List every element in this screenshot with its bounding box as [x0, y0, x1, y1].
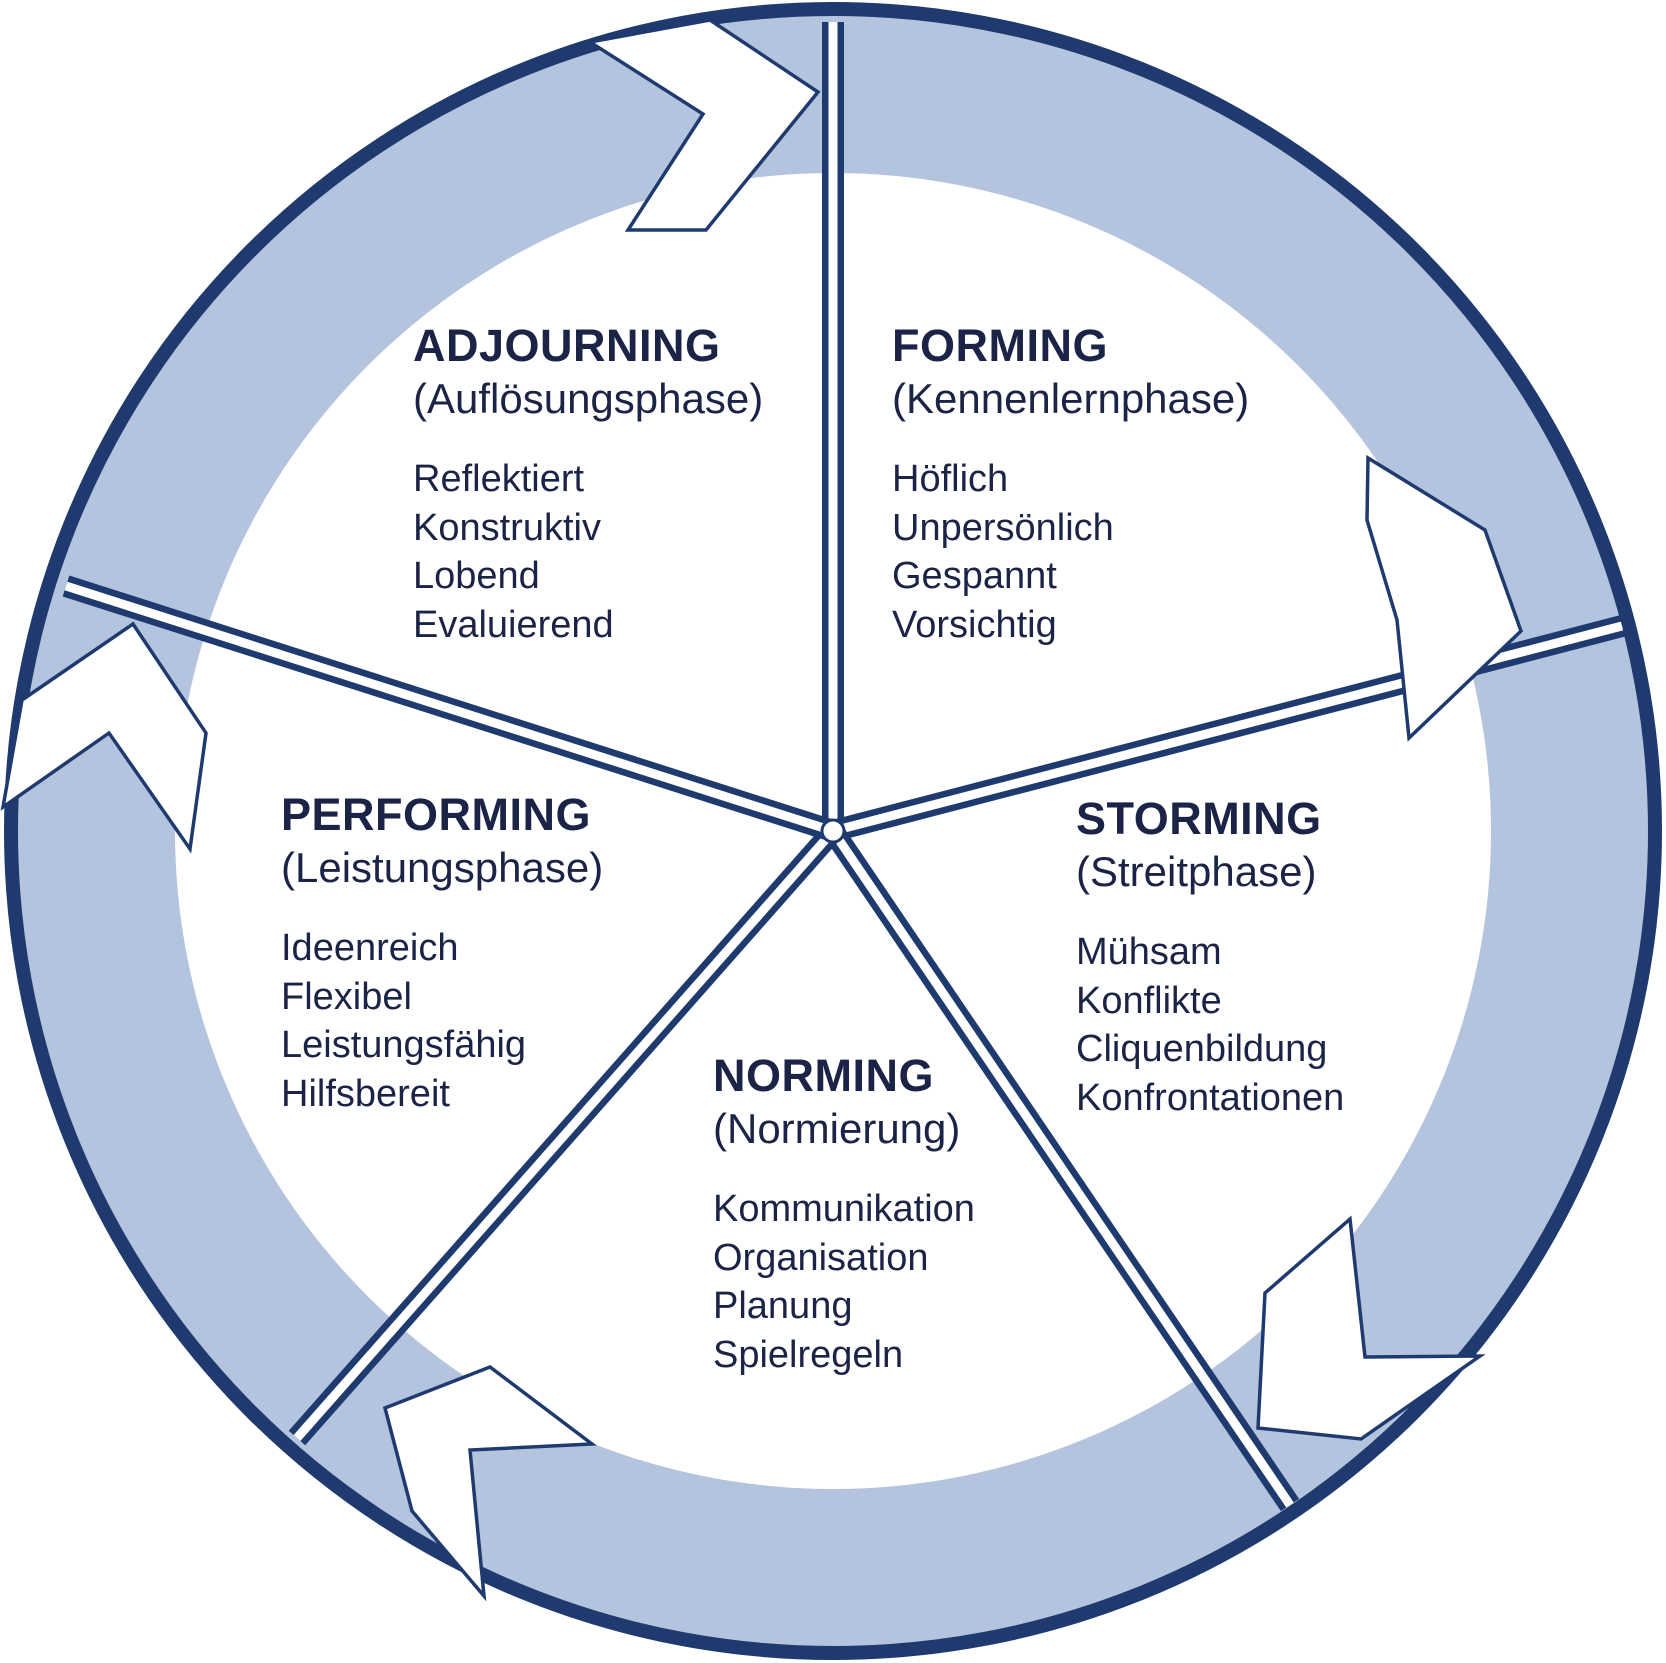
- list-item: Unpersönlich: [892, 506, 1114, 549]
- list-item: Kommunikation: [713, 1188, 975, 1230]
- phase-items: Reflektiert Konstruktiv Lobend Evaluiere…: [413, 455, 763, 649]
- phase-subtitle: (Normierung): [713, 1105, 961, 1152]
- phase-title: STORMING: [1076, 793, 1322, 844]
- arrow-down-left-icon: [1256, 1215, 1486, 1441]
- phase-title: ADJOURNING: [413, 320, 721, 371]
- divider-bottom-right: [823, 824, 1300, 1512]
- phase-title: NORMING: [713, 1050, 934, 1101]
- phase-subtitle: (Streitphase): [1076, 848, 1317, 895]
- list-item: Leistungsfähig: [281, 1024, 527, 1066]
- phase-norming: NORMING (Normierung) Kommunikation Organ…: [713, 1049, 975, 1379]
- phase-performing: PERFORMING (Leistungsphase) Ideenreich F…: [281, 788, 603, 1118]
- list-item: Planung: [713, 1285, 853, 1327]
- cycle-arrows: [0, 18, 1524, 1602]
- arrow-down-icon: [1365, 454, 1524, 742]
- phase-title: PERFORMING: [281, 789, 592, 840]
- phase-subtitle: (Leistungsphase): [281, 844, 604, 891]
- phase-items: Ideenreich Flexibel Leistungsfähig Hilfs…: [281, 924, 603, 1118]
- arrow-right-icon: [585, 18, 821, 232]
- divider-lines: [62, 22, 1625, 1512]
- list-item: Ideenreich: [281, 927, 459, 969]
- list-item: Spielregeln: [713, 1333, 904, 1376]
- list-item: Gespannt: [892, 555, 1057, 597]
- phase-items: Kommunikation Organisation Planung Spiel…: [713, 1185, 975, 1379]
- phase-forming: FORMING (Kennenlernphase) Höflich Unpers…: [892, 319, 1249, 649]
- arrow-up-left-icon: [382, 1365, 597, 1602]
- list-item: Vorsichtig: [892, 603, 1057, 646]
- phase-subtitle: (Kennenlernphase): [892, 375, 1250, 422]
- list-item: Konflikte: [1076, 979, 1222, 1022]
- divider-bottom-left: [288, 823, 842, 1446]
- phase-adjourning: ADJOURNING (Auflösungsphase) Reflektiert…: [413, 319, 763, 649]
- list-item: Evaluierend: [413, 603, 614, 646]
- list-item: Konfrontationen: [1076, 1076, 1345, 1119]
- phase-items: Mühsam Konflikte Cliquenbildung Konfront…: [1076, 928, 1344, 1122]
- list-item: Organisation: [713, 1236, 929, 1279]
- list-item: Flexibel: [281, 975, 412, 1018]
- phase-subtitle: (Auflösungsphase): [413, 375, 764, 422]
- list-item: Reflektiert: [413, 458, 585, 500]
- list-item: Hilfsbereit: [281, 1072, 450, 1115]
- list-item: Mühsam: [1076, 931, 1222, 973]
- list-item: Höflich: [892, 458, 1009, 500]
- phase-title: FORMING: [892, 320, 1108, 371]
- phase-items: Höflich Unpersönlich Gespannt Vorsichtig: [892, 455, 1249, 649]
- list-item: Konstruktiv: [413, 506, 601, 549]
- center-hub: [820, 818, 846, 844]
- phase-storming: STORMING (Streitphase) Mühsam Konflikte …: [1076, 792, 1344, 1122]
- list-item: Cliquenbildung: [1076, 1028, 1328, 1070]
- arrow-up-icon: [0, 621, 208, 854]
- list-item: Lobend: [413, 555, 540, 597]
- divider-left: [62, 575, 837, 842]
